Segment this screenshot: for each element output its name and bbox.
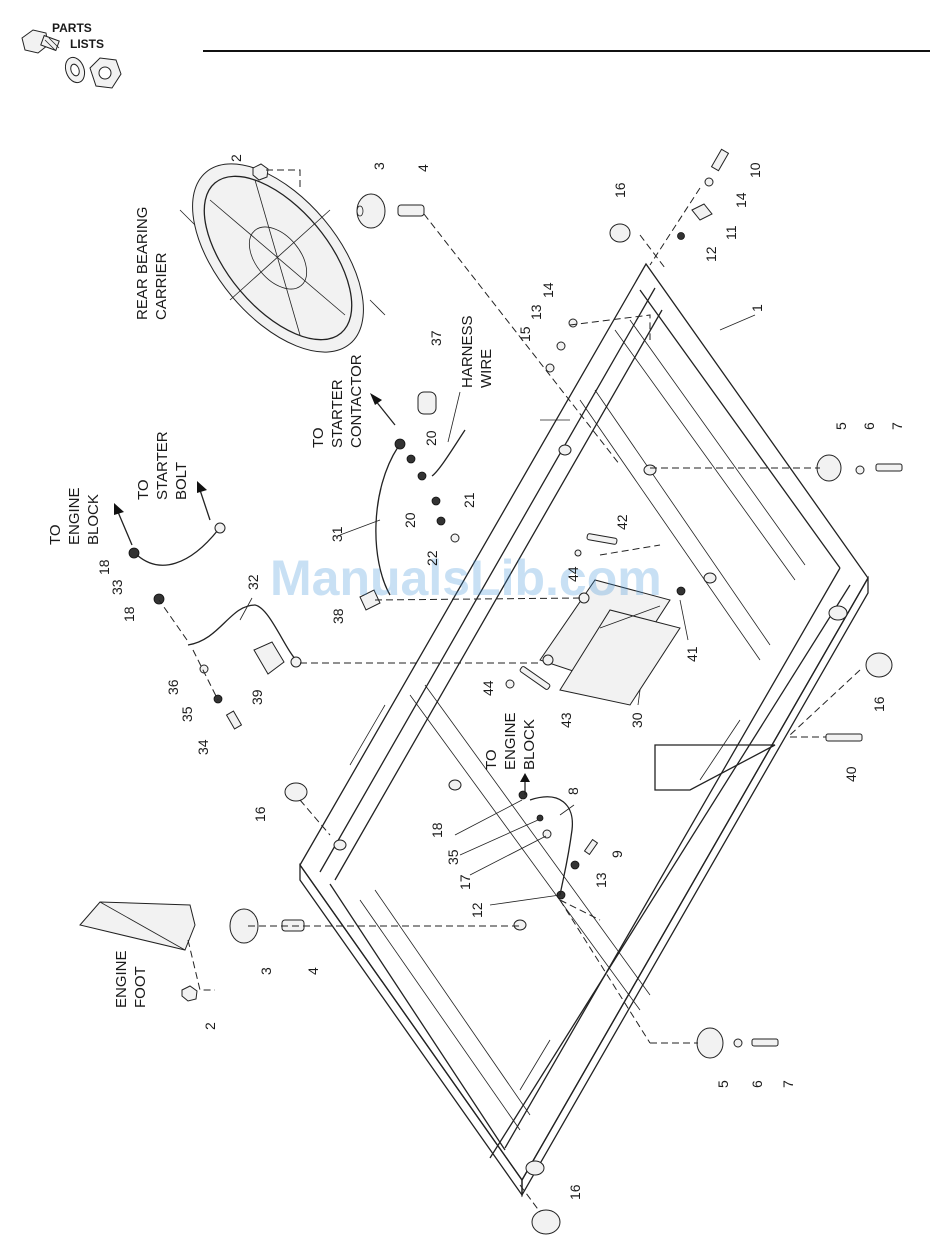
note-line: BLOCK [85,494,102,545]
rear-bearing-carrier [160,134,396,383]
callout: 13 [528,304,544,320]
note-line: TO [47,524,64,545]
callout: 18 [96,559,112,575]
note-line: ENGINE [502,712,519,770]
callout: 20 [402,512,418,528]
callout: 4 [305,967,321,975]
callout: 14 [733,192,749,208]
watermark: ManualsLib.com [270,550,662,606]
note-line: ENGINE [113,950,130,1008]
callout: 13 [593,872,609,888]
note-line: STARTER [329,379,346,448]
callout: 8 [565,787,581,795]
note-rear-bearing-carrier: REAR BEARING CARRIER [134,207,170,320]
note-line: BLOCK [521,719,538,770]
callout: 2 [202,1022,218,1030]
callout: 3 [258,967,274,975]
callout: 1 [749,304,765,312]
note-line: TO [310,427,327,448]
callout: 44 [565,566,581,582]
hardware-parts [129,149,902,1234]
callout: 33 [109,579,125,595]
callout: 12 [469,902,485,918]
note-line: WIRE [478,349,495,388]
nut-icon [90,58,121,88]
callout: 16 [612,182,628,198]
note-starter-contactor: TO STARTER CONTACTOR [310,354,365,448]
callout: 15 [517,326,533,342]
note-line: ENGINE [66,487,83,545]
callout: 35 [445,849,461,865]
note-engine-foot: ENGINE FOOT [113,950,149,1008]
callout: 37 [428,330,444,346]
callouts: 2 3 4 10 14 11 12 16 1 14 13 15 37 20 20… [96,154,905,1200]
callout: 36 [165,679,181,695]
note-harness-wire: HARNESS WIRE [459,315,495,388]
callout: 17 [457,874,473,890]
callout: 31 [329,526,345,542]
note-line: REAR BEARING [134,207,151,320]
callout: 38 [330,608,346,624]
callout: 44 [480,680,496,696]
callout: 43 [558,712,574,728]
callout: 9 [609,850,625,858]
callout: 39 [249,689,265,705]
note-line: STARTER [154,431,171,500]
callout: 10 [747,162,763,178]
engine-foot [80,902,195,950]
logo-lists-text: LISTS [70,37,104,51]
frame [300,264,868,1195]
callout: 34 [195,739,211,755]
cables [137,430,572,895]
note-line: BOLT [173,462,190,500]
callout: 30 [629,712,645,728]
callout: 16 [871,696,887,712]
callout: 7 [780,1080,796,1088]
callout: 21 [461,492,477,508]
callout: 2 [228,154,244,162]
callout: 12 [703,246,719,262]
callout: 6 [861,422,877,430]
callout: 11 [723,225,739,240]
callout: 40 [843,766,859,782]
note-line: FOOT [132,966,149,1008]
callout: 4 [415,164,431,172]
callout: 16 [567,1184,583,1200]
callout: 6 [749,1080,765,1088]
callout: 41 [684,646,700,662]
callout: 14 [540,282,556,298]
note-line: TO [483,749,500,770]
note-engine-block-mid: TO ENGINE BLOCK [483,712,538,770]
note-line: CONTACTOR [348,354,365,448]
note-engine-block-top: TO ENGINE BLOCK [47,487,102,545]
leader-lines [240,315,755,905]
callout: 16 [252,806,268,822]
callout: 42 [614,514,630,530]
callout: 5 [715,1080,731,1088]
callout: 5 [833,422,849,430]
callout: 3 [371,162,387,170]
callout: 18 [121,606,137,622]
callout: 20 [423,430,439,446]
note-line: HARNESS [459,315,476,388]
callout: 32 [245,574,261,590]
callout: 35 [179,706,195,722]
note-line: TO [135,479,152,500]
callout: 7 [889,422,905,430]
callout: 18 [429,822,445,838]
callout: 22 [424,550,440,566]
logo-parts-text: PARTS [52,21,92,35]
washer-icon [62,55,88,86]
parts-lists-logo: PARTS LISTS [22,21,121,88]
note-line: CARRIER [153,252,170,320]
note-starter-bolt: TO STARTER BOLT [135,431,190,500]
